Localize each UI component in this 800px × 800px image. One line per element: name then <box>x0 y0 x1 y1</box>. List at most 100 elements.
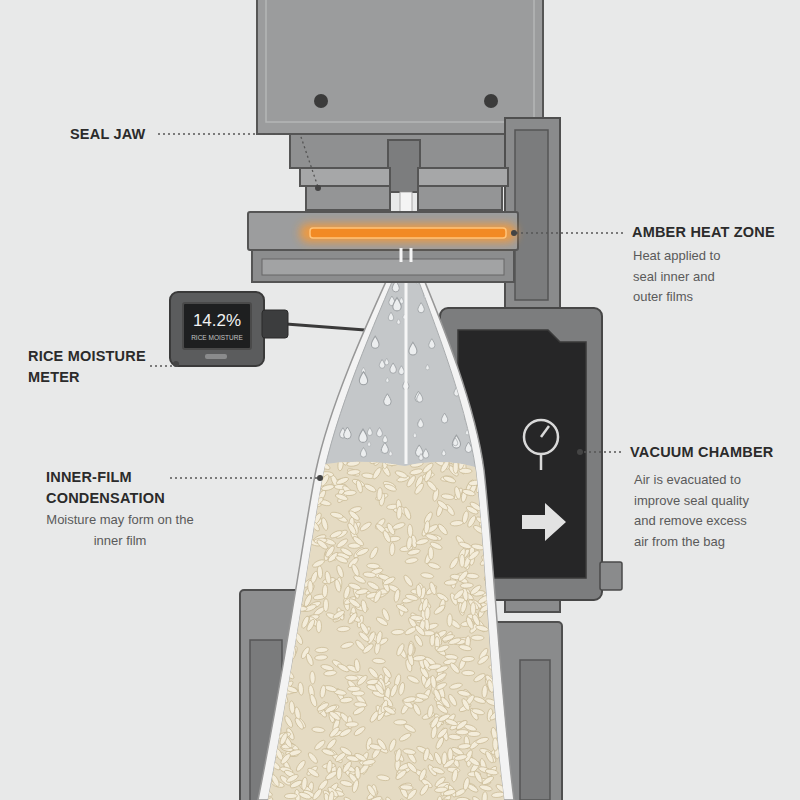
rice-grain <box>259 533 272 545</box>
water-droplet <box>419 454 423 461</box>
rice-grain <box>272 499 278 512</box>
rice-grain <box>403 696 417 704</box>
rice-grain <box>286 573 292 586</box>
rice-grain <box>284 793 297 799</box>
rice-grain <box>249 449 263 460</box>
rice-grain <box>439 448 444 461</box>
rice-grain <box>503 478 516 491</box>
rice-grain <box>348 597 362 609</box>
rice-grain <box>283 715 294 729</box>
rice-grain <box>505 665 519 676</box>
rice-grain <box>268 759 281 771</box>
machine-housing-part <box>266 0 534 122</box>
rice-grain <box>478 517 492 528</box>
rice-grain <box>354 659 361 673</box>
rice-grain <box>328 710 342 722</box>
rice-grain <box>503 514 517 524</box>
rice-grain <box>383 483 397 493</box>
rice-grain <box>316 620 321 633</box>
rice-grain <box>337 626 350 632</box>
sensor-cable-part <box>286 324 365 330</box>
rice-grain <box>493 449 507 456</box>
heat-bar-part <box>248 212 518 250</box>
rice-grain <box>354 701 367 707</box>
leader-lines-part <box>516 232 625 233</box>
water-droplet <box>418 303 424 313</box>
rice-grain <box>323 599 328 612</box>
rice-grain <box>348 509 361 522</box>
amber-heat-glow <box>300 224 516 242</box>
rice-grain <box>312 726 326 733</box>
rice-grain <box>273 472 287 482</box>
rice-grain <box>402 574 414 588</box>
rice-grain <box>273 465 282 479</box>
water-droplet <box>360 448 366 458</box>
rice-grain <box>296 537 310 545</box>
moisture-display: 14.2%RICE MOISTURE <box>182 302 252 350</box>
rice-grain <box>462 488 476 497</box>
rice-grain <box>284 478 297 491</box>
rice-grain <box>258 705 272 716</box>
rice-grain <box>312 512 323 526</box>
rice-grain <box>328 726 341 739</box>
rice-grain <box>510 674 521 688</box>
rice-grain <box>490 600 504 610</box>
rice-grain <box>493 556 506 562</box>
rice-grain <box>372 453 383 467</box>
rice-grain <box>337 458 344 472</box>
rice-grain <box>283 653 290 667</box>
water-droplet <box>381 442 388 453</box>
rice-grain <box>269 583 278 597</box>
rice-grain <box>431 766 445 775</box>
callout-note: Air is evacuated to improve seal quality… <box>634 470 764 552</box>
water-droplet <box>399 366 405 375</box>
water-droplet <box>379 359 385 368</box>
rice-grain <box>367 666 380 679</box>
rice-grains <box>248 442 526 800</box>
rice-grain <box>451 447 465 458</box>
water-droplet <box>393 298 401 311</box>
rice-grain <box>447 614 453 627</box>
rice-grain <box>280 640 293 646</box>
rice-grain <box>251 715 262 729</box>
rice-grain <box>285 544 298 551</box>
rice-grain <box>369 455 383 465</box>
rice-grain <box>289 701 296 714</box>
rice-grain <box>422 748 430 762</box>
rice-grain <box>484 574 493 588</box>
rice-grain <box>256 646 270 656</box>
rice-grain <box>472 524 486 535</box>
rice-grain <box>275 701 285 715</box>
rice-grain <box>302 486 315 498</box>
rice-grain <box>496 598 505 612</box>
rice-grain <box>457 456 466 470</box>
rice-grain <box>496 725 510 733</box>
rice-grain <box>511 729 525 741</box>
rice-grain <box>307 580 313 593</box>
rice-grain <box>510 522 519 536</box>
rice-grain <box>508 510 518 524</box>
rice-grain <box>272 673 285 686</box>
rice-grain <box>498 588 504 601</box>
water-droplet <box>466 430 469 435</box>
rice-grain <box>465 616 475 630</box>
rice-grain <box>259 788 273 798</box>
rice-grain <box>474 450 488 457</box>
callout-note: Heat applied to seal inner and outer fil… <box>633 246 741 308</box>
rice-grain <box>324 770 338 782</box>
rice-grain <box>278 542 287 556</box>
rice-grain <box>249 631 263 639</box>
rice-grain <box>413 482 425 496</box>
rice-grain <box>423 520 430 534</box>
rice-grain <box>375 616 389 627</box>
rice-grain <box>363 483 377 494</box>
rice-grain <box>498 502 511 507</box>
rice-grain <box>396 506 402 519</box>
rice-grain <box>260 766 274 776</box>
rice-grain <box>460 698 471 712</box>
rice-grain <box>275 722 282 736</box>
rice-grain <box>408 446 415 460</box>
rice-grain <box>511 765 525 776</box>
rice-grain <box>339 779 353 787</box>
